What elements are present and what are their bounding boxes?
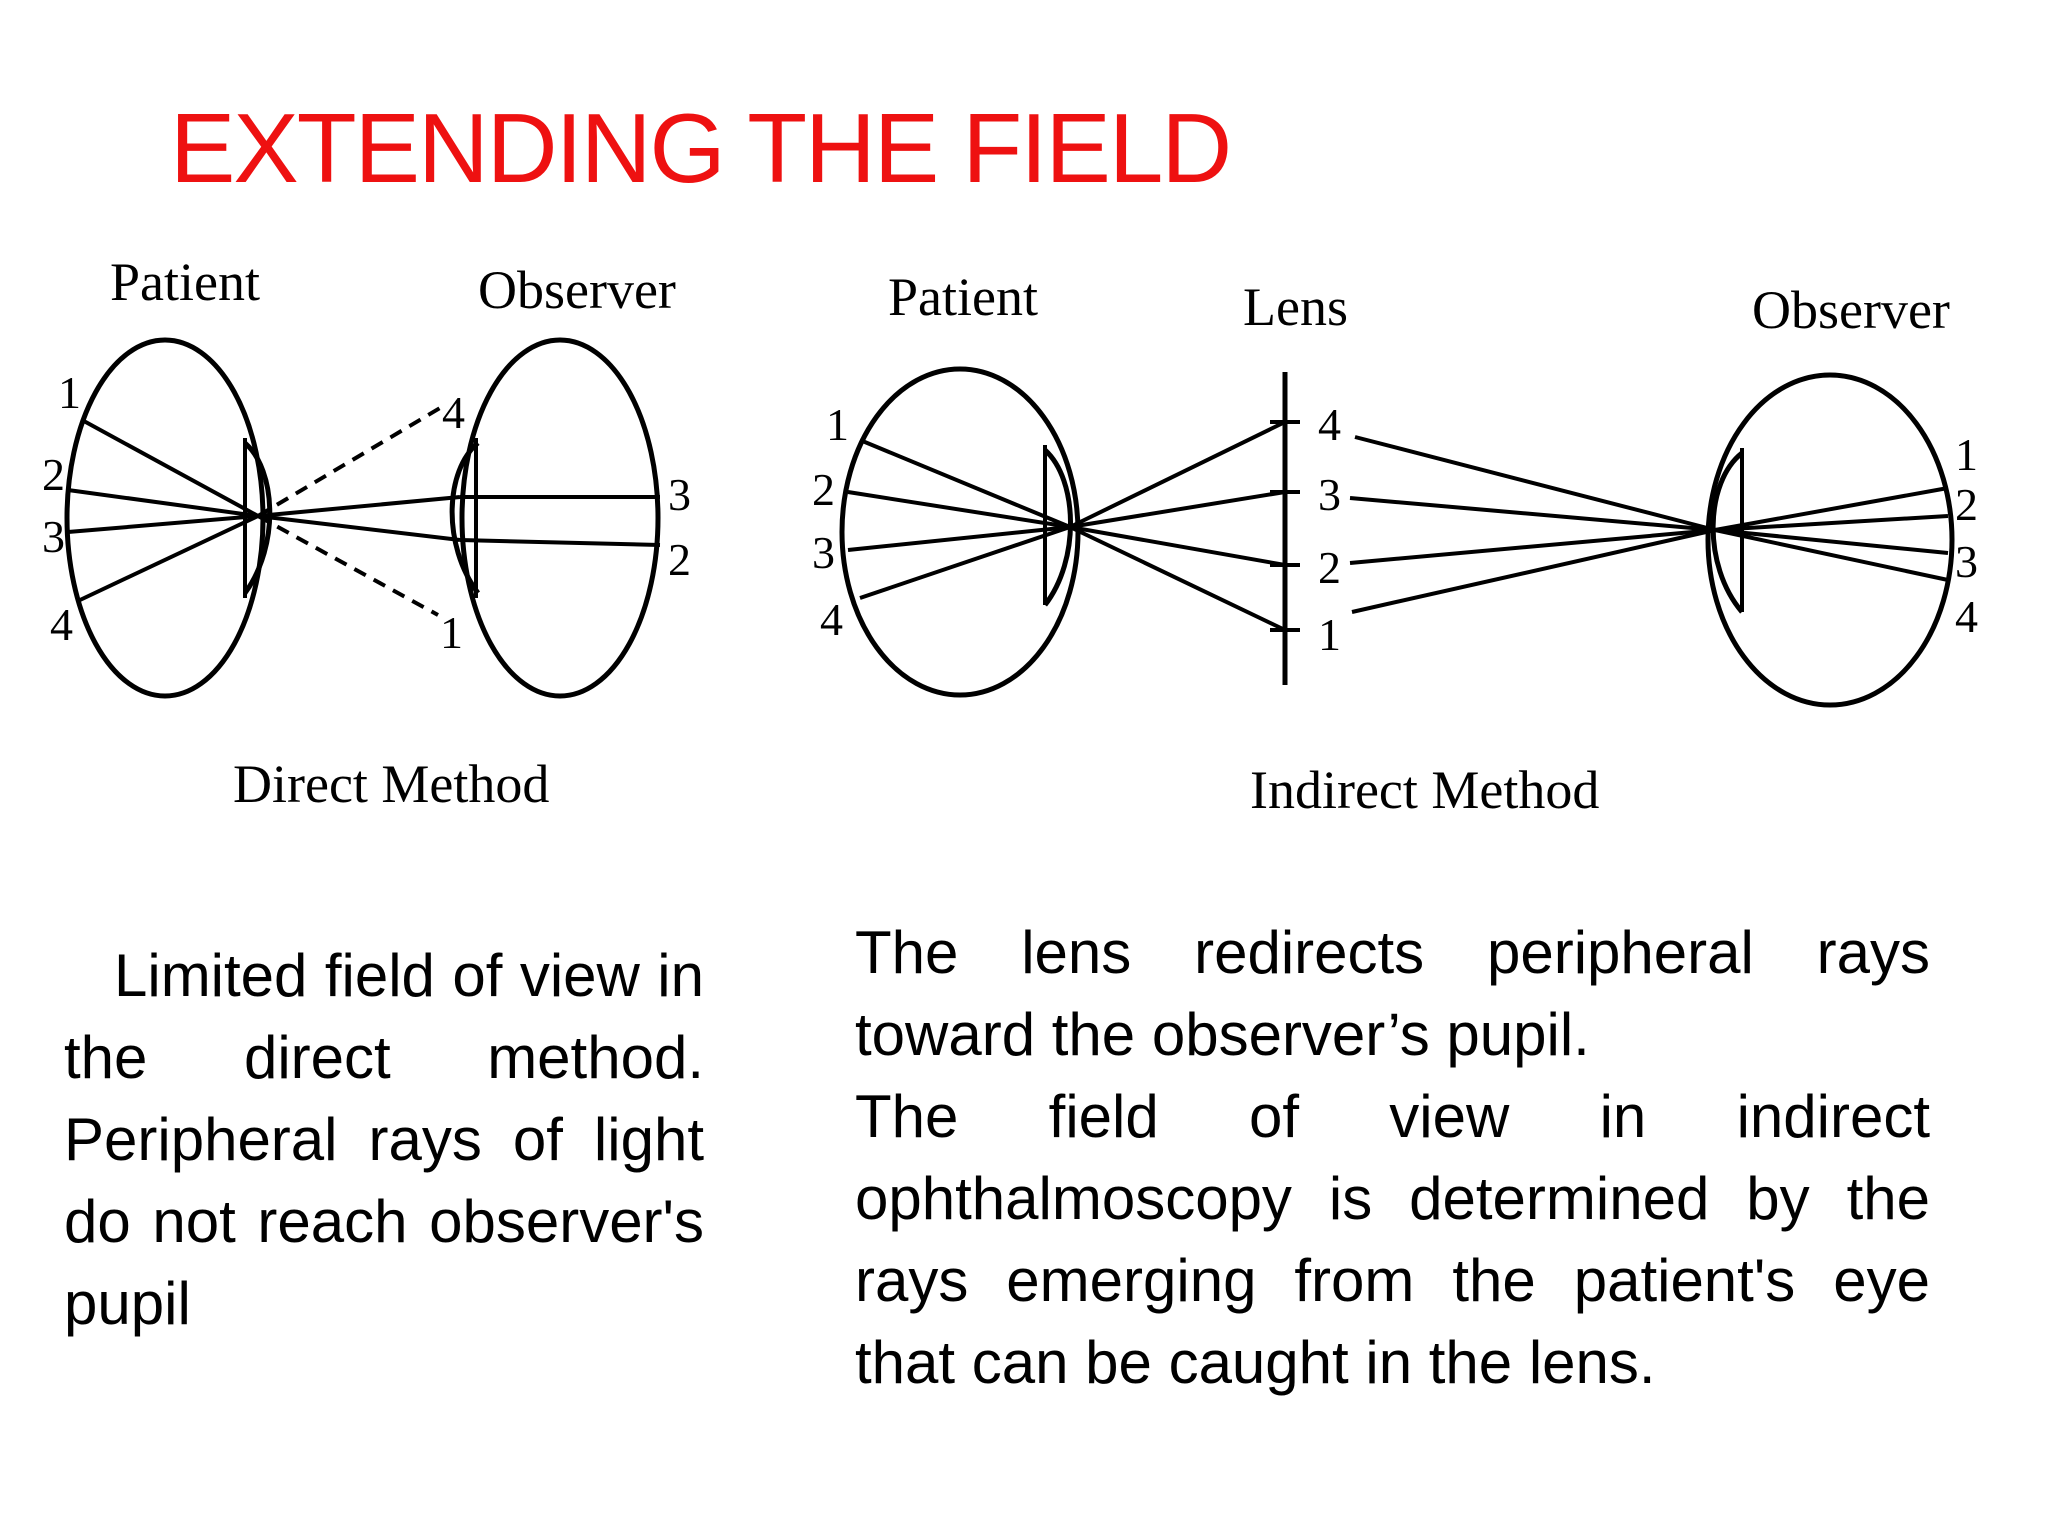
indirect-lens-ray-number: 1 (1318, 609, 1341, 660)
direct-rays (67, 406, 661, 617)
indirect-lens (1270, 372, 1300, 685)
indirect-observer-ray-number: 2 (1955, 479, 1978, 530)
direct-observer-eye (449, 337, 661, 699)
indirect-patient-ray-number: 2 (812, 464, 835, 515)
indirect-explanation-paragraph-2: The field of view in indirect ophthalmos… (855, 1083, 1930, 1396)
direct-patient-ray-number: 1 (58, 367, 81, 418)
indirect-observer-ray-number: 1 (1955, 429, 1978, 480)
indirect-method-explanation: The lens redirects peripheral rays towar… (855, 912, 1930, 1404)
indirect-method-diagram: Patient Lens Observer (812, 267, 1978, 820)
indirect-patient-label: Patient (888, 267, 1038, 327)
indirect-lens-ray-number: 4 (1318, 399, 1341, 450)
direct-patient-label: Patient (110, 252, 260, 312)
indirect-patient-ray-number: 1 (826, 399, 849, 450)
indirect-method-caption: Indirect Method (1250, 760, 1599, 820)
indirect-lens-label: Lens (1243, 277, 1348, 337)
indirect-patient-ray-number: 4 (820, 594, 843, 645)
direct-patient-ray-number: 4 (50, 599, 73, 650)
direct-patient-ray-number: 2 (42, 449, 65, 500)
direct-observer-label: Observer (478, 260, 676, 320)
indirect-observer-ray-number: 3 (1955, 536, 1978, 587)
direct-method-explanation: Limited field of view in the direct meth… (64, 942, 704, 1337)
direct-patient-ray-number: 3 (42, 511, 65, 562)
indirect-explanation-paragraph-1: The lens redirects peripheral rays towar… (855, 919, 1930, 1068)
indirect-lens-ray-number: 3 (1318, 469, 1341, 520)
direct-observer-ray-number: 1 (440, 607, 463, 658)
slide-title: EXTENDING THE FIELD (170, 93, 1232, 203)
direct-observer-ray-number: 4 (442, 387, 465, 438)
indirect-patient-eye (839, 366, 1081, 698)
indirect-observer-eye (1705, 372, 1955, 708)
indirect-observer-label: Observer (1752, 280, 1950, 340)
indirect-rays (847, 420, 1949, 632)
indirect-observer-ray-number: 4 (1955, 591, 1978, 642)
indirect-lens-ray-number: 2 (1318, 542, 1341, 593)
direct-observer-ray-number: 2 (668, 534, 691, 585)
direct-method-caption: Direct Method (233, 754, 549, 814)
direct-observer-ray-number: 3 (668, 469, 691, 520)
direct-method-diagram: Patient Observer (42, 252, 691, 814)
indirect-patient-ray-number: 3 (812, 527, 835, 578)
